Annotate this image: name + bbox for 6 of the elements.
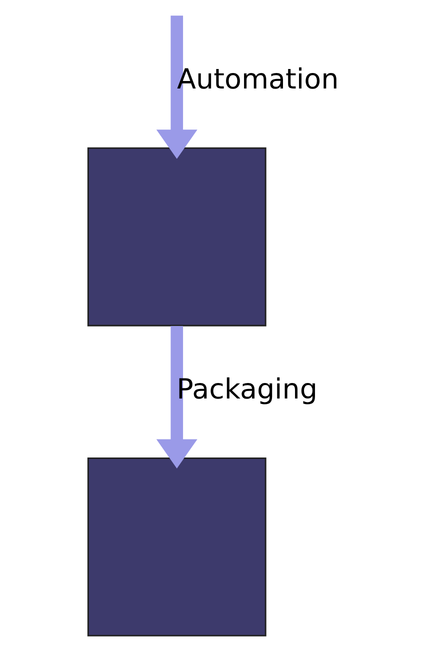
- node-box: [86, 147, 266, 326]
- edge-label: Packaging: [176, 372, 317, 406]
- arrow: [156, 16, 197, 159]
- node-box: [86, 457, 266, 636]
- edge-label: Automation: [176, 62, 338, 96]
- arrow: [156, 326, 197, 468]
